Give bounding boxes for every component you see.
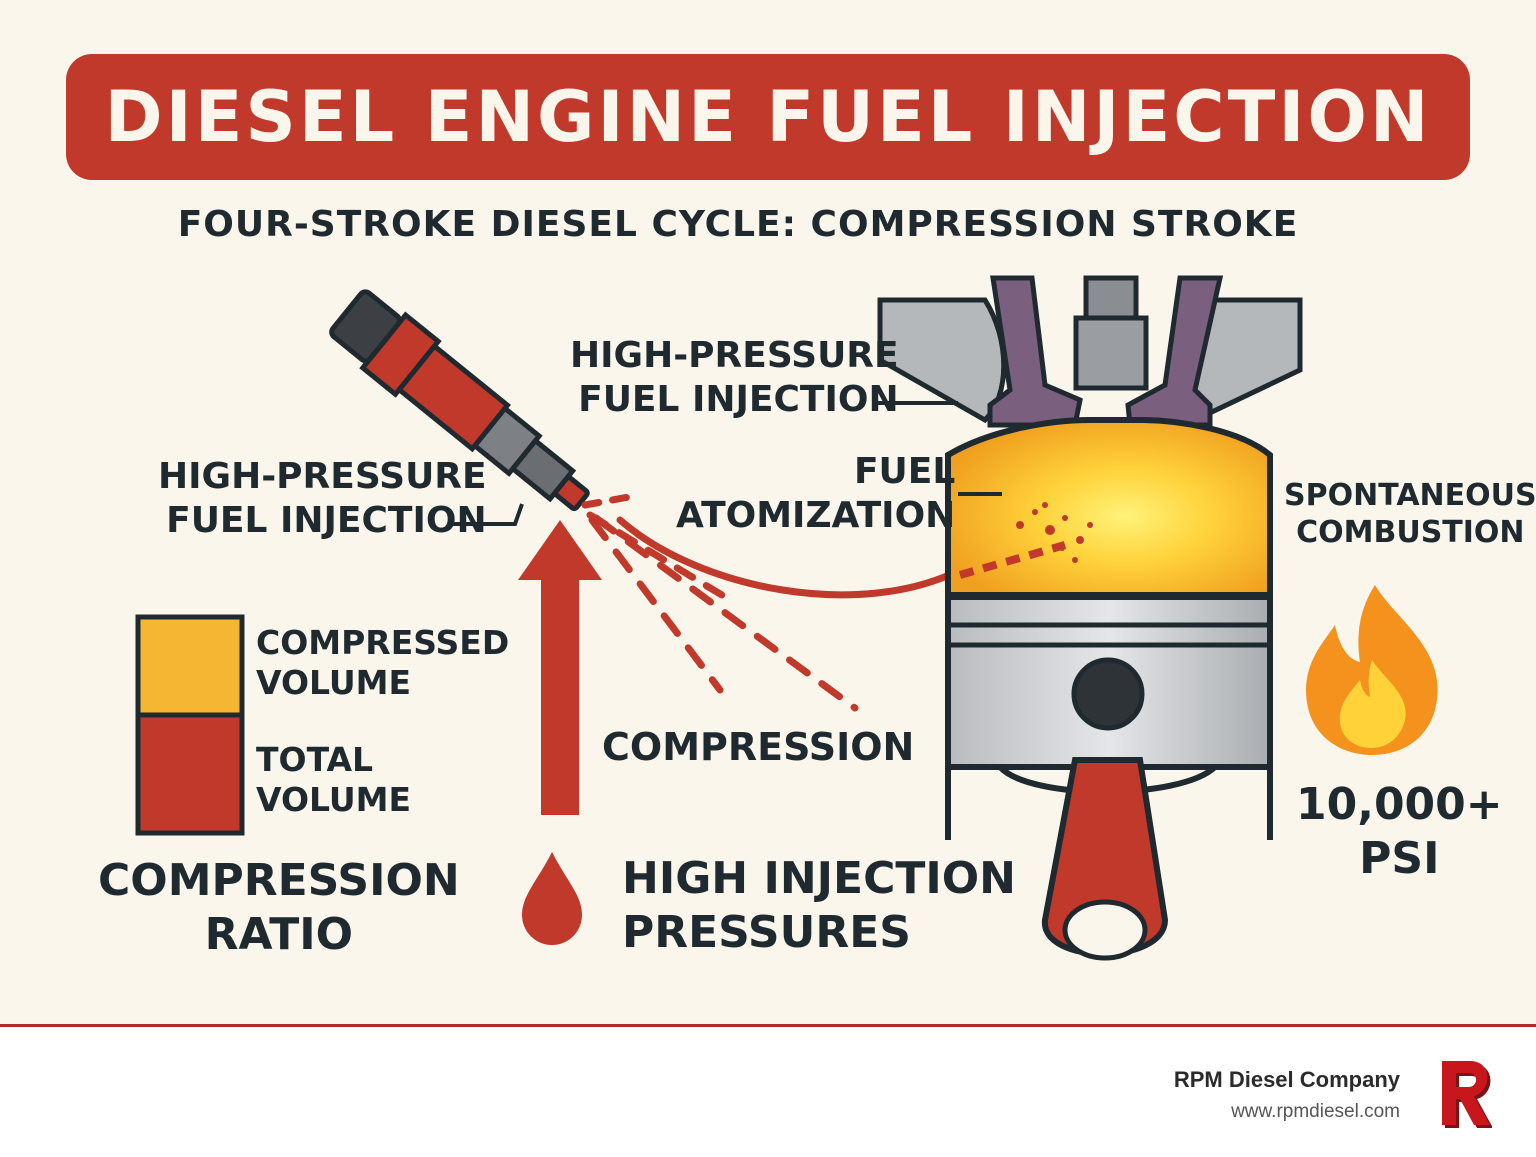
compression-ratio-bar — [135, 614, 245, 836]
title-banner: DIESEL ENGINE FUEL INJECTION — [66, 54, 1470, 180]
label-injection-top: HIGH-PRESSURE FUEL INJECTION — [570, 335, 899, 420]
logo-r-icon: R — [1436, 1057, 1492, 1128]
label-psi: 10,000+ PSI — [1296, 779, 1503, 884]
label-compression-ratio: COMPRESSION RATIO — [98, 855, 460, 960]
footer: RPM Diesel Company www.rpmdiesel.com R — [0, 1024, 1536, 1157]
label-compressed-volume: COMPRESSED VOLUME — [256, 623, 510, 703]
piston-icon — [877, 275, 1303, 961]
subtitle: FOUR-STROKE DIESEL CYCLE: COMPRESSION ST… — [177, 204, 1299, 245]
svg-text:R: R — [1436, 1057, 1437, 1058]
compressed-volume-segment — [135, 614, 245, 718]
company-name: RPM Diesel Company — [1173, 1067, 1400, 1092]
flame-icon — [1306, 585, 1438, 755]
label-total-volume: TOTAL VOLUME — [256, 740, 412, 820]
fuel-injector-icon — [329, 289, 590, 512]
fuel-spray — [581, 491, 964, 712]
total-volume-segment — [135, 712, 245, 836]
label-combustion: SPONTANEOUS COMBUSTION — [1284, 478, 1536, 550]
label-compression: COMPRESSION — [602, 725, 915, 769]
compression-arrow-icon — [518, 520, 602, 815]
engine-diagram — [135, 275, 1438, 961]
fuel-drop-icon — [522, 852, 582, 945]
company-url[interactable]: www.rpmdiesel.com — [1231, 1101, 1400, 1122]
page-title: DIESEL ENGINE FUEL INJECTION — [104, 76, 1432, 158]
label-atomization: FUEL ATOMIZATION — [676, 451, 956, 536]
label-injection-left: HIGH-PRESSURE FUEL INJECTION — [158, 456, 487, 541]
label-injection-pressures: HIGH INJECTION PRESSURES — [622, 853, 1016, 958]
